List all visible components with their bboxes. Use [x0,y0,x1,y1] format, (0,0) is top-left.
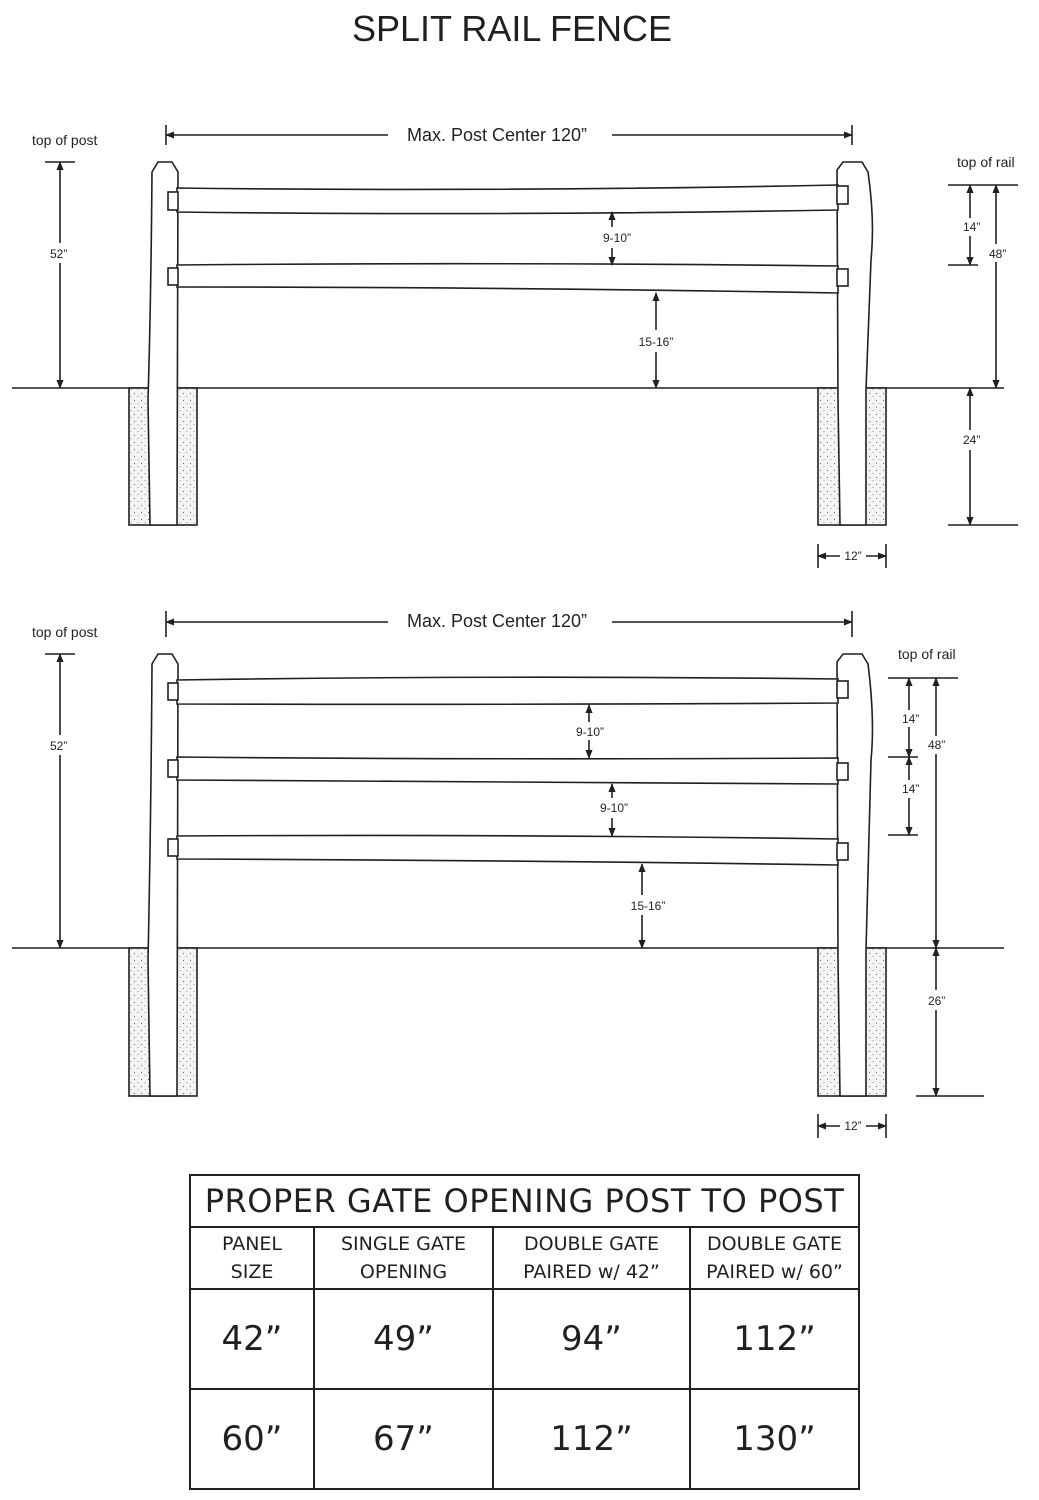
fence-diagrams: Max. Post Center 120” top of post top of… [12,125,1018,1138]
post-center-label: Max. Post Center 120” [407,125,587,145]
table-cell: 112” [492,1388,691,1490]
depth-label: 24” [963,433,980,447]
footing-width-label: 12” [844,1119,861,1133]
rail-gap-label: 14” [902,712,919,726]
table-cell: 42” [189,1288,315,1390]
depth-label: 26” [928,994,945,1008]
table-cell: 112” [688,1288,861,1390]
rail-bottom [176,834,839,866]
post-center-label: Max. Post Center 120” [407,611,587,631]
table-cell: 60” [189,1388,315,1490]
post-height-label: 52” [50,247,67,261]
table-row: 60” 67” 112” 130” [189,1388,861,1490]
top-of-post-label: top of post [32,132,97,148]
table-cell: 130” [688,1388,861,1490]
table-title-row: PROPER GATE OPENING POST TO POST [188,1174,861,1228]
table-cell: 67” [313,1388,494,1490]
tenon [167,838,179,857]
tenon [836,762,849,781]
ground-clearance-label: 15-16” [639,335,674,349]
tenon [836,268,849,287]
rail-gap-label: 14” [902,782,919,796]
fence-diagram-two-rail [12,125,1018,568]
rail-spacing-label: 9-10” [603,231,631,245]
tenon [836,842,849,861]
rail-gap-label: 14” [963,220,980,234]
rail-bottom [176,262,839,294]
post-left [147,653,179,1097]
tenon [836,680,849,699]
diagram-1-labels: Max. Post Center 120” top of post top of… [32,125,1015,563]
rail-height-label: 48” [928,738,945,752]
tenon [167,759,179,778]
post-left [147,161,179,526]
ground-clearance-label: 15-16” [631,899,666,913]
top-of-post-label: top of post [32,624,97,640]
post-height-label: 52” [50,739,67,753]
top-of-rail-label: top of rail [898,646,956,662]
top-of-rail-label: top of rail [957,154,1015,170]
rail-top [176,184,839,215]
tenon [167,267,179,286]
rail-height-label: 48” [989,247,1006,261]
diagram-2-labels: Max. Post Center 120” top of post top of… [32,611,956,1133]
rail-spacing-label: 9-10” [576,725,604,739]
footing-width-label: 12” [844,549,861,563]
table-row: 42” 49” 94” 112” [189,1288,861,1390]
fence-diagram-three-rail [12,611,1004,1138]
tenon [836,185,849,205]
post-right [836,161,874,526]
table-cell: 94” [492,1288,691,1390]
table-cell: 49” [313,1288,494,1390]
page-title: SPLIT RAIL FENCE [351,8,673,49]
rail-top [176,676,839,706]
rail-middle [176,756,839,785]
tenon [167,682,179,701]
rail-spacing-label: 9-10” [600,801,628,815]
tenon [167,191,179,211]
table-title: PROPER GATE OPENING POST TO POST [188,1174,861,1228]
